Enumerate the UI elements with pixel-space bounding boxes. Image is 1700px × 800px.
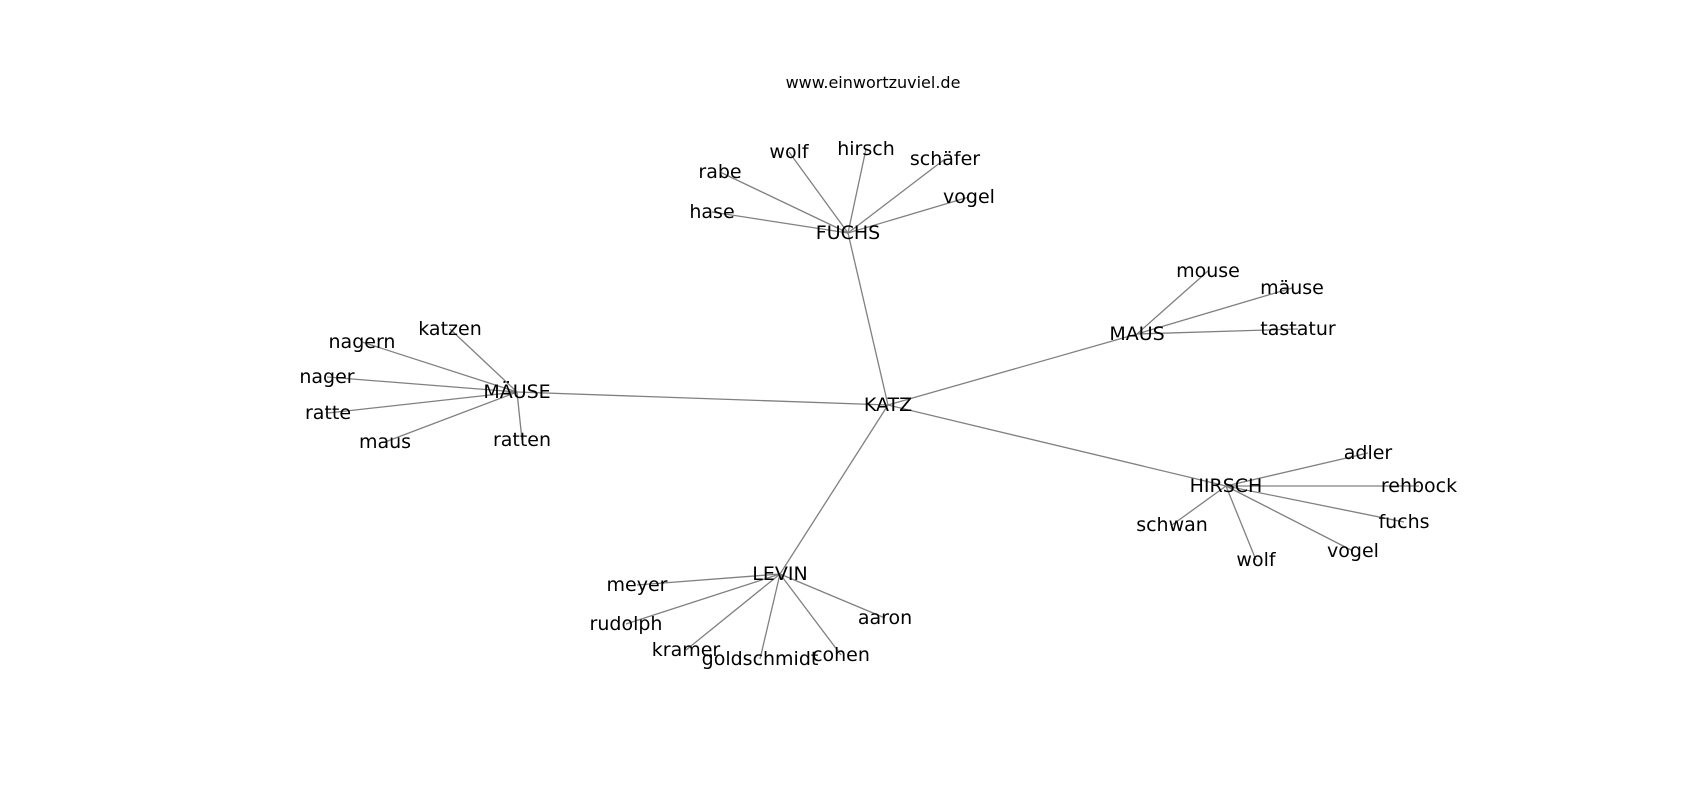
leaf-node-hirsch-schwan: schwan [1136, 514, 1208, 536]
leaf-node-hirsch-vogel: vogel [1327, 540, 1379, 562]
edge-center-levin [779, 404, 889, 575]
leaf-node-maeuse-nager: nager [299, 366, 354, 388]
leaf-node-levin-kramer: kramer [652, 639, 721, 661]
edge-levin-goldschmidt [759, 573, 781, 660]
leaf-node-fuchs-schaefer: schäfer [910, 148, 980, 170]
edge-center-hirsch [887, 404, 1227, 487]
edge-hirsch-wolf [1225, 485, 1257, 561]
edge-maus-mouse [1136, 270, 1209, 335]
leaf-node-hirsch-wolf: wolf [1236, 549, 1276, 571]
center-node-katz: KATZ [864, 394, 912, 416]
leaf-node-maus-mouse: mouse [1176, 260, 1240, 282]
edge-fuchs-rabe [719, 171, 849, 234]
leaf-node-hirsch-fuchs: fuchs [1378, 511, 1429, 533]
edge-fuchs-wolf [788, 151, 849, 234]
leaf-node-levin-goldschmidt: goldschmidt [702, 648, 819, 670]
edge-hirsch-schwan [1171, 485, 1227, 526]
leaf-node-maeuse-maus: maus [359, 431, 411, 453]
hub-node-maeuse: MÄUSE [483, 380, 550, 403]
hub-node-fuchs: FUCHS [816, 222, 880, 244]
leaf-node-fuchs-rabe: rabe [698, 161, 741, 183]
leaf-node-levin-rudolph: rudolph [590, 613, 663, 635]
edge-center-fuchs [847, 232, 889, 406]
leaf-node-levin-cohen: cohen [812, 644, 870, 666]
hub-node-maus: MAUS [1109, 323, 1164, 345]
edge-maeuse-nagern [361, 341, 518, 393]
edge-center-maus [887, 333, 1138, 406]
leaf-node-hirsch-rehbock: rehbock [1381, 475, 1457, 497]
edge-maeuse-maus [384, 391, 518, 443]
edge-fuchs-hase [711, 211, 849, 234]
edge-levin-kramer [685, 573, 781, 651]
edge-maeuse-ratte [327, 391, 518, 414]
edge-fuchs-schaefer [847, 158, 946, 234]
edge-fuchs-vogel [847, 196, 970, 234]
edge-maus-maeuse [1136, 287, 1293, 335]
leaf-node-maeuse-katzen: katzen [418, 318, 481, 340]
leaf-node-levin-aaron: aaron [858, 607, 912, 629]
leaf-node-maeuse-ratten: ratten [493, 429, 551, 451]
edge-maeuse-nager [326, 376, 518, 393]
edge-hirsch-vogel [1225, 485, 1354, 552]
edge-levin-aaron [779, 573, 886, 619]
leaf-node-maeuse-nagern: nagern [329, 331, 396, 353]
leaf-node-levin-meyer: meyer [607, 574, 668, 596]
leaf-node-fuchs-hirsch: hirsch [837, 138, 895, 160]
leaf-node-fuchs-wolf: wolf [769, 141, 809, 163]
edge-fuchs-hirsch [847, 148, 867, 234]
edge-maus-tastatur [1136, 328, 1299, 335]
hub-node-hirsch: HIRSCH [1190, 475, 1263, 497]
leaf-node-maus-maeuse: mäuse [1260, 277, 1324, 299]
edge-levin-cohen [779, 573, 842, 656]
edge-maeuse-ratten [516, 391, 523, 441]
edge-hirsch-adler [1225, 452, 1369, 487]
leaf-node-fuchs-hase: hase [689, 201, 734, 223]
leaf-node-fuchs-vogel: vogel [943, 186, 995, 208]
edge-hirsch-fuchs [1225, 485, 1405, 523]
leaf-node-maus-tastatur: tastatur [1260, 318, 1336, 340]
edge-levin-meyer [636, 573, 781, 586]
edges-layer [326, 148, 1419, 660]
edge-levin-rudolph [625, 573, 781, 625]
leaf-node-hirsch-adler: adler [1344, 442, 1393, 464]
site-title: www.einwortzuviel.de [786, 73, 961, 92]
hub-node-levin: LEVIN [752, 563, 807, 585]
edge-maeuse-katzen [449, 328, 518, 393]
edge-center-maeuse [516, 391, 889, 406]
leaf-node-maeuse-ratte: ratte [305, 402, 351, 424]
